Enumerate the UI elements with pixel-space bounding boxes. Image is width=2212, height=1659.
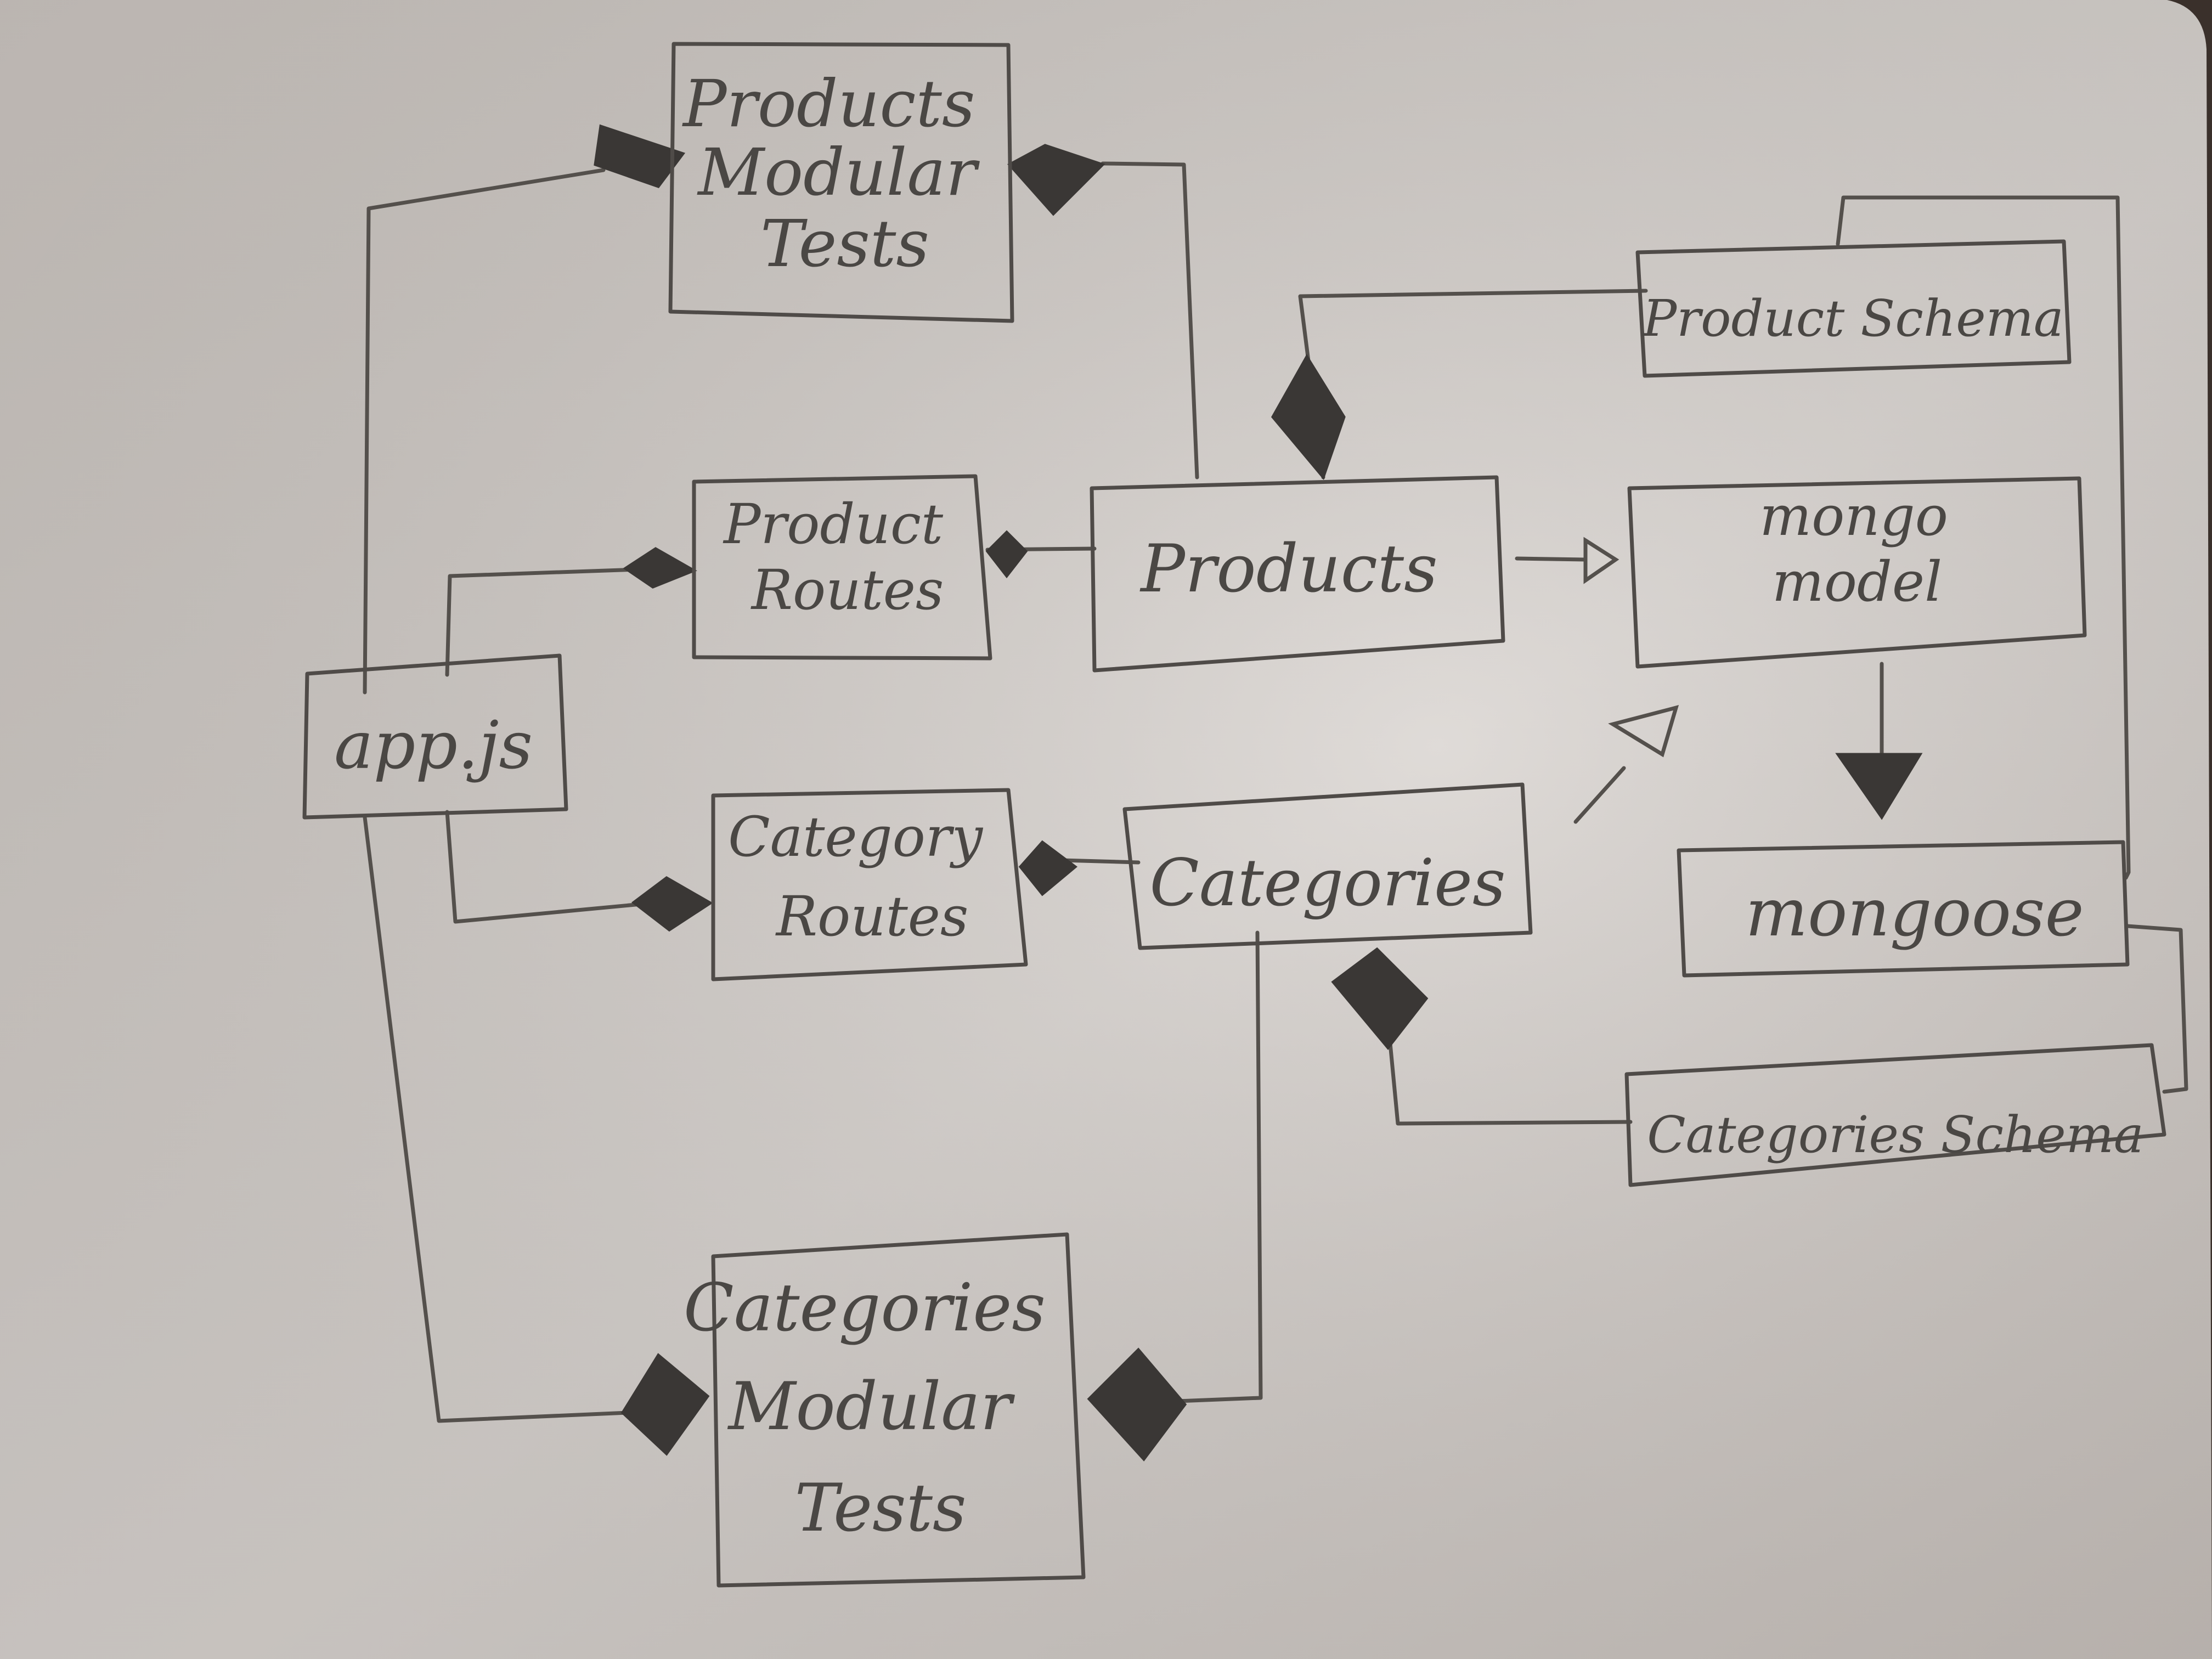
- diamond-icon: [1271, 354, 1346, 480]
- edge-products-to-mongo-model: [1515, 556, 1588, 562]
- box-categories-schema: [1624, 1043, 2166, 1187]
- connectors: [363, 161, 2188, 1423]
- diamond-icon: [631, 876, 713, 932]
- node-mongo-model-label: mongo model: [1759, 484, 1965, 614]
- box-mongo-model: [1627, 476, 2087, 669]
- node-products-label: Products: [1139, 531, 1437, 607]
- arrow-heads: [594, 124, 1923, 1462]
- diamond-icon: [1018, 840, 1078, 896]
- hollow-triangle-icon: [1583, 537, 1620, 584]
- labels: Products Modular Tests app.js Product Ro…: [334, 66, 2144, 1547]
- node-products-modular-tests-label: Products Modular Tests: [682, 66, 997, 281]
- edge-app-to-products-tests: [363, 168, 606, 695]
- edge-app-to-categories-tests: [363, 815, 630, 1423]
- edge-product-schema-to-mongoose: [1836, 195, 2131, 880]
- box-categories-modular-tests: [711, 1232, 1086, 1588]
- node-product-routes-label: Product Routes: [723, 492, 961, 622]
- node-categories-modular-tests-label: Categories Modular Tests: [684, 1270, 1066, 1547]
- diamond-icon: [1331, 947, 1429, 1050]
- edge-app-to-category-routes: [445, 810, 655, 924]
- box-product-routes: [692, 474, 992, 661]
- node-categories-schema-label: Categories Schema: [1647, 1105, 2144, 1164]
- diamond-icon: [620, 1353, 710, 1456]
- diamond-icon: [1087, 1347, 1187, 1462]
- node-mongoose-label: mongoose: [1745, 875, 2084, 951]
- box-categories: [1122, 782, 1533, 950]
- diamond-icon: [985, 530, 1028, 579]
- diamond-icon: [1007, 144, 1105, 216]
- diamond-icon: [594, 124, 686, 188]
- node-categories-label: Categories: [1150, 845, 1506, 921]
- box-products-modular-tests: [668, 42, 1014, 323]
- edge-categories-to-categories-schema: [1386, 1018, 1633, 1126]
- filled-triangle-icon: [1835, 753, 1923, 820]
- box-category-routes: [711, 788, 1028, 981]
- edge-categories-to-category-routes: [1059, 858, 1141, 865]
- box-mongoose: [1677, 840, 2130, 978]
- edge-categories-schema-to-mongoose: [2125, 924, 2188, 1094]
- edge-app-to-product-routes: [445, 567, 639, 677]
- edge-categories-to-categories-tests: [1161, 930, 1263, 1404]
- node-product-schema-label: Product Schema: [1641, 289, 2064, 348]
- edge-categories-to-mongo-model: [1573, 766, 1626, 824]
- node-category-routes-label: Category Routes: [728, 805, 1000, 949]
- hollow-triangle-icon: [1608, 705, 1679, 758]
- edge-products-to-products-tests: [1101, 161, 1199, 479]
- box-app-js: [302, 653, 568, 820]
- boxes: [302, 42, 2166, 1588]
- box-products: [1090, 475, 1505, 673]
- node-app-js-label: app.js: [334, 708, 533, 784]
- box-product-schema: [1635, 239, 2072, 378]
